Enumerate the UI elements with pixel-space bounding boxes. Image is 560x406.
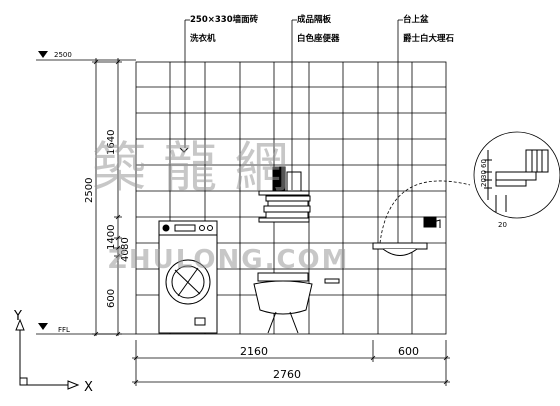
detail-dim-20b: 20 bbox=[498, 221, 507, 229]
left-dimension-lines bbox=[92, 58, 122, 337]
dim-bottom-total: 2760 bbox=[273, 368, 301, 381]
dim-left-mid3: 40 bbox=[120, 249, 131, 262]
watermark-latin: ZHULONG.COM bbox=[108, 245, 350, 275]
tile-note-line2: 洗衣机 bbox=[190, 33, 216, 44]
watermark-chinese: 築 龍 網 bbox=[92, 136, 288, 199]
shelf-note-line1: 成品隔板 bbox=[297, 14, 332, 25]
level-marker-floor: FFL bbox=[36, 323, 136, 335]
level-top-label: 2500 bbox=[54, 51, 72, 59]
washing-machine bbox=[158, 220, 218, 334]
counter-basin bbox=[372, 216, 441, 256]
axis-y-label: Y bbox=[13, 309, 22, 324]
detail-dim-20a: 20 bbox=[480, 178, 488, 187]
detail-dim-60: 60 bbox=[480, 159, 488, 168]
detail-dim-30: 30 bbox=[480, 170, 488, 179]
dim-bottom-b: 600 bbox=[398, 345, 419, 358]
ucs-icon bbox=[15, 318, 80, 390]
toilet bbox=[253, 272, 340, 334]
shelf-note-line2: 白色座便器 bbox=[297, 33, 340, 44]
dim-bottom-a: 2160 bbox=[240, 345, 268, 358]
axis-x-label: X bbox=[84, 380, 93, 395]
towel-shelf bbox=[258, 166, 311, 223]
dim-left-mid2: 80 bbox=[120, 237, 131, 250]
dim-left-upper: 1640 bbox=[106, 130, 117, 155]
hook-mark bbox=[179, 147, 189, 153]
basin-note-line1: 台上盆 bbox=[403, 14, 429, 25]
level-floor-label: FFL bbox=[58, 326, 70, 334]
tile-note-line1: 250×330墙面砖 bbox=[190, 14, 259, 25]
basin-note-line2: 爵士白大理石 bbox=[403, 33, 455, 44]
bottom-dimension-lines bbox=[132, 340, 450, 386]
level-marker-top: 2500 bbox=[36, 51, 136, 61]
leader-lines bbox=[184, 19, 403, 243]
dim-left-lower: 600 bbox=[106, 289, 117, 308]
detail-circle: 60 30 20 20 bbox=[473, 131, 560, 229]
dim-left-total: 2500 bbox=[84, 178, 95, 203]
detail-callout-leader bbox=[379, 180, 471, 244]
dim-left-mid1: 1400 bbox=[106, 225, 117, 250]
